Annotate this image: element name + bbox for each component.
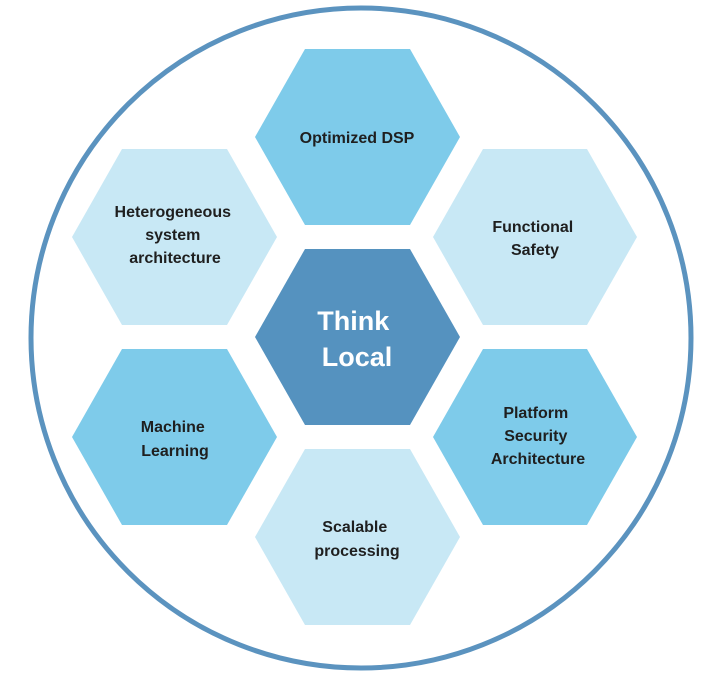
hex-functional-safety: Functional Safety bbox=[433, 149, 637, 325]
hex-heterogeneous-system-architecture-line-1: Heterogeneous bbox=[115, 204, 232, 221]
hex-heterogeneous-system-architecture: Heterogeneous system architecture bbox=[72, 149, 277, 325]
hex-functional-safety-line-1: Functional bbox=[492, 219, 573, 236]
hex-machine-learning-line-1: Machine bbox=[141, 419, 205, 436]
hex-scalable-processing: Scalable processing bbox=[255, 449, 460, 625]
hex-center-shape bbox=[255, 249, 460, 425]
hex-scalable-processing-line-2: processing bbox=[314, 543, 399, 560]
center-title-line-1: Think bbox=[317, 306, 390, 336]
hex-functional-safety-label: Functional Safety bbox=[492, 219, 577, 259]
hex-optimized-dsp: Optimized DSP bbox=[255, 49, 460, 225]
hex-functional-safety-line-2: Safety bbox=[511, 242, 559, 259]
hex-scalable-processing-label: Scalable processing bbox=[314, 519, 399, 560]
hex-center: Think Local bbox=[255, 249, 460, 425]
hex-heterogeneous-system-architecture-line-3: architecture bbox=[129, 250, 221, 267]
hex-platform-security-architecture-line-2: Security bbox=[504, 428, 567, 445]
hex-platform-security-architecture-line-1: Platform bbox=[503, 405, 568, 422]
hex-machine-learning-line-2: Learning bbox=[141, 443, 209, 460]
hex-optimized-dsp-label: Optimized DSP bbox=[300, 130, 415, 147]
hex-functional-safety-shape bbox=[433, 149, 637, 325]
hex-heterogeneous-system-architecture-line-2: system bbox=[145, 227, 200, 244]
hex-platform-security-architecture-line-3: Architecture bbox=[491, 451, 585, 468]
hex-machine-learning-shape bbox=[72, 349, 277, 525]
hex-optimized-dsp-line-1: Optimized DSP bbox=[300, 130, 415, 147]
center-title-line-2: Local bbox=[322, 342, 393, 372]
hex-heterogeneous-system-architecture-label: Heterogeneous system architecture bbox=[115, 204, 236, 267]
hex-machine-learning: Machine Learning bbox=[72, 349, 277, 525]
center-title: Think Local bbox=[317, 306, 397, 372]
hex-scalable-processing-line-1: Scalable bbox=[322, 519, 387, 536]
hex-scalable-processing-shape bbox=[255, 449, 460, 625]
hex-platform-security-architecture: Platform Security Architecture bbox=[433, 349, 637, 525]
hex-heterogeneous-system-architecture-shape bbox=[72, 149, 277, 325]
hex-machine-learning-label: Machine Learning bbox=[141, 419, 209, 460]
hex-platform-security-architecture-shape bbox=[433, 349, 637, 525]
hex-optimized-dsp-shape bbox=[255, 49, 460, 225]
hex-platform-security-architecture-label: Platform Security Architecture bbox=[491, 405, 585, 468]
